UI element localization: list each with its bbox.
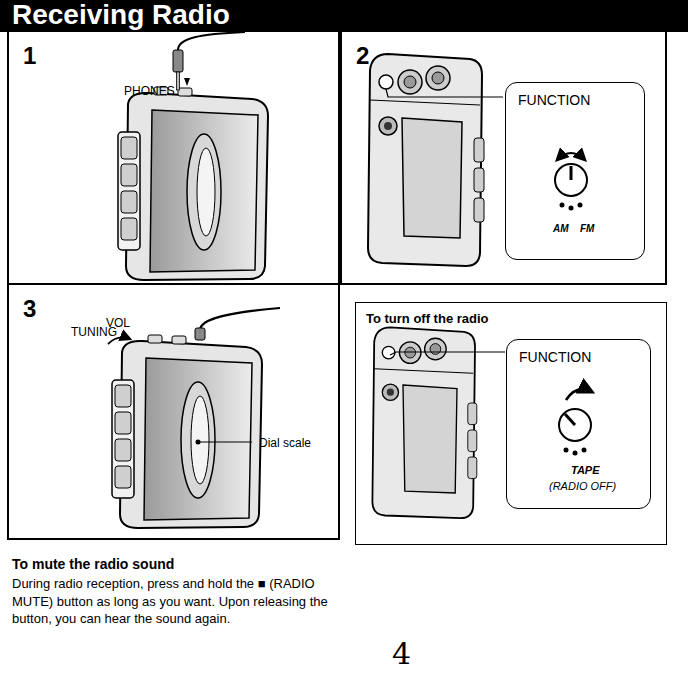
part-label: PHONES bbox=[124, 84, 175, 98]
info-panel: To turn off the radioFUNCTION TAPE (RADIO … bbox=[355, 302, 667, 545]
function-knob bbox=[559, 409, 591, 441]
title-band: Receiving Radio bbox=[0, 0, 688, 32]
knob-pointer bbox=[565, 414, 575, 425]
step-number: 1 bbox=[23, 42, 36, 70]
position-note: (RADIO OFF) bbox=[549, 480, 616, 492]
player-back bbox=[368, 54, 484, 266]
step-number: 2 bbox=[356, 42, 369, 70]
insert-arrow bbox=[184, 78, 190, 86]
plug bbox=[173, 50, 183, 72]
turn-arrow bbox=[566, 389, 592, 400]
part-label: Dial scale bbox=[259, 436, 311, 450]
part-label: VOL bbox=[106, 316, 130, 330]
plug-tip bbox=[177, 72, 180, 90]
turn-arrow bbox=[557, 153, 585, 160]
cord bbox=[200, 308, 280, 340]
page-number: 4 bbox=[392, 636, 411, 671]
page-title: Receiving Radio bbox=[12, 0, 230, 31]
leader-dot bbox=[196, 440, 201, 445]
position-label: AM bbox=[553, 223, 569, 234]
position-label: FM bbox=[580, 223, 594, 234]
knob-pointer bbox=[570, 166, 573, 180]
control-name: FUNCTION bbox=[518, 92, 590, 108]
body-text: During radio reception, press and hold t… bbox=[12, 575, 347, 628]
step-panel: 3TUNINGVOLDial scale bbox=[7, 283, 340, 540]
callout-box: FUNCTION AM FM bbox=[505, 82, 645, 260]
leader-line bbox=[198, 441, 252, 442]
step-panel: 1PHONES bbox=[7, 30, 340, 285]
position-dot bbox=[573, 451, 578, 456]
cord bbox=[178, 32, 245, 50]
function-knob bbox=[555, 164, 587, 196]
leader-line bbox=[390, 352, 505, 355]
step-number: 3 bbox=[23, 295, 36, 323]
position-dot bbox=[569, 206, 574, 211]
position-dot bbox=[560, 203, 565, 208]
position-label: TAPE bbox=[571, 464, 600, 476]
control-name: FUNCTION bbox=[519, 349, 591, 365]
player-back bbox=[372, 327, 476, 518]
leader-line bbox=[386, 89, 503, 97]
position-dot bbox=[564, 448, 569, 453]
position-dot bbox=[582, 448, 587, 453]
plug bbox=[195, 328, 205, 340]
section-heading: To mute the radio sound bbox=[12, 556, 174, 572]
callout-box: FUNCTION TAPE (RADIO OFF) bbox=[506, 339, 651, 509]
player-front bbox=[112, 335, 262, 528]
step-panel: 2FUNCTION AM FM bbox=[340, 30, 667, 285]
panel-heading: To turn off the radio bbox=[366, 311, 489, 326]
position-dot bbox=[578, 203, 583, 208]
player-front bbox=[118, 87, 268, 280]
